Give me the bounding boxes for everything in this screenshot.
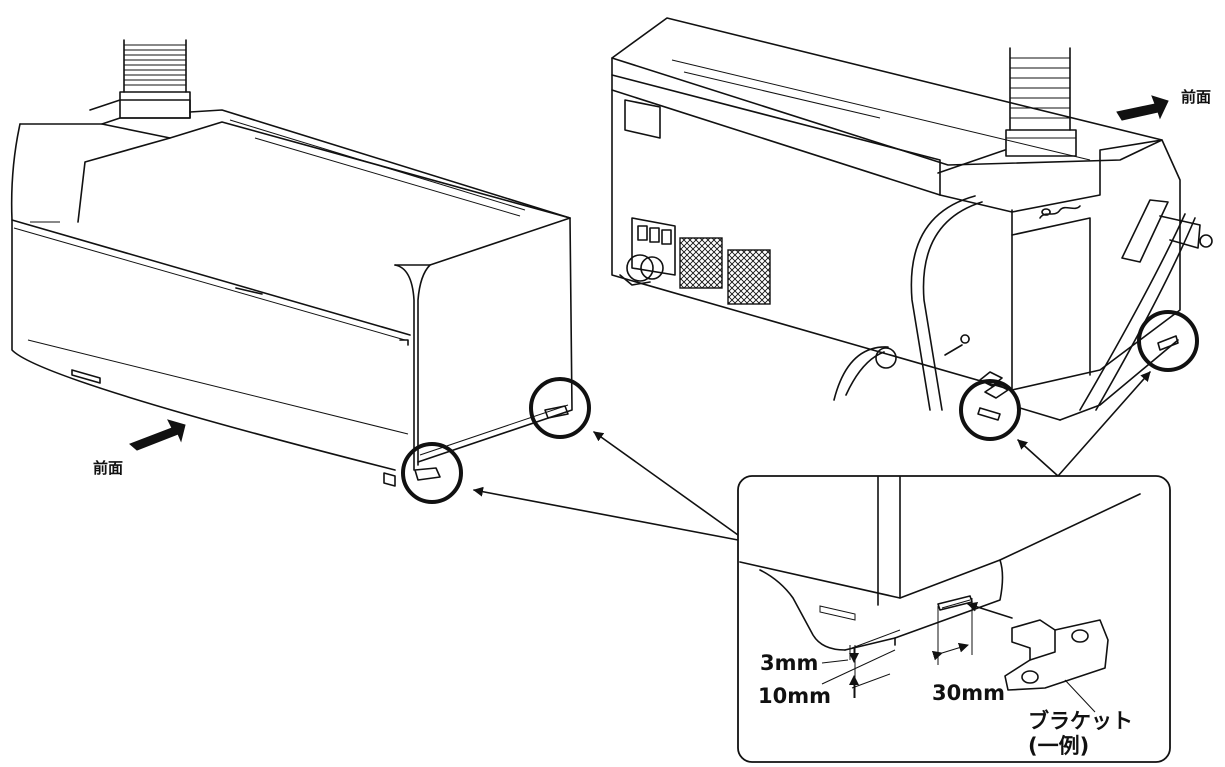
right-front-label: 前面 bbox=[1181, 88, 1211, 106]
callout-circle-left-rear bbox=[529, 377, 591, 439]
left-top-panel bbox=[19, 99, 191, 125]
detail-inset-frame bbox=[737, 475, 1171, 763]
dimension-30mm-label: 30mm bbox=[932, 681, 1005, 705]
callout-circles bbox=[401, 310, 1199, 504]
bracket-example bbox=[1004, 619, 1109, 691]
left-front-indicator: 前面 bbox=[93, 419, 186, 477]
rear-vent-right bbox=[727, 249, 771, 305]
right-duct-hose bbox=[1005, 47, 1077, 157]
dimension-3mm-label: 3mm bbox=[760, 651, 818, 675]
callout-circle-right-front bbox=[959, 379, 1021, 441]
rear-label-plate bbox=[624, 99, 661, 139]
left-front-label: 前面 bbox=[93, 459, 123, 477]
callout-circle-right-rear bbox=[1137, 310, 1199, 372]
rear-vent-left bbox=[679, 237, 723, 289]
bracket-label: ブラケット bbox=[1028, 709, 1133, 733]
right-unit bbox=[611, 17, 1213, 421]
detail-inset: 3mm 10mm 30mm ブラケット (一例) bbox=[737, 475, 1171, 763]
left-unit bbox=[10, 39, 573, 487]
pointer-arrows bbox=[473, 371, 1151, 541]
right-front-arrow-icon bbox=[1116, 95, 1169, 121]
bracket-example-label: (一例) bbox=[1028, 734, 1089, 758]
callout-circle-left-front bbox=[401, 442, 463, 504]
power-inlet bbox=[631, 217, 676, 276]
right-front-indicator: 前面 bbox=[1116, 88, 1211, 121]
dimension-10mm-label: 10mm bbox=[758, 684, 831, 708]
left-front-arrow-icon bbox=[129, 419, 186, 451]
left-duct-hose bbox=[119, 39, 191, 119]
